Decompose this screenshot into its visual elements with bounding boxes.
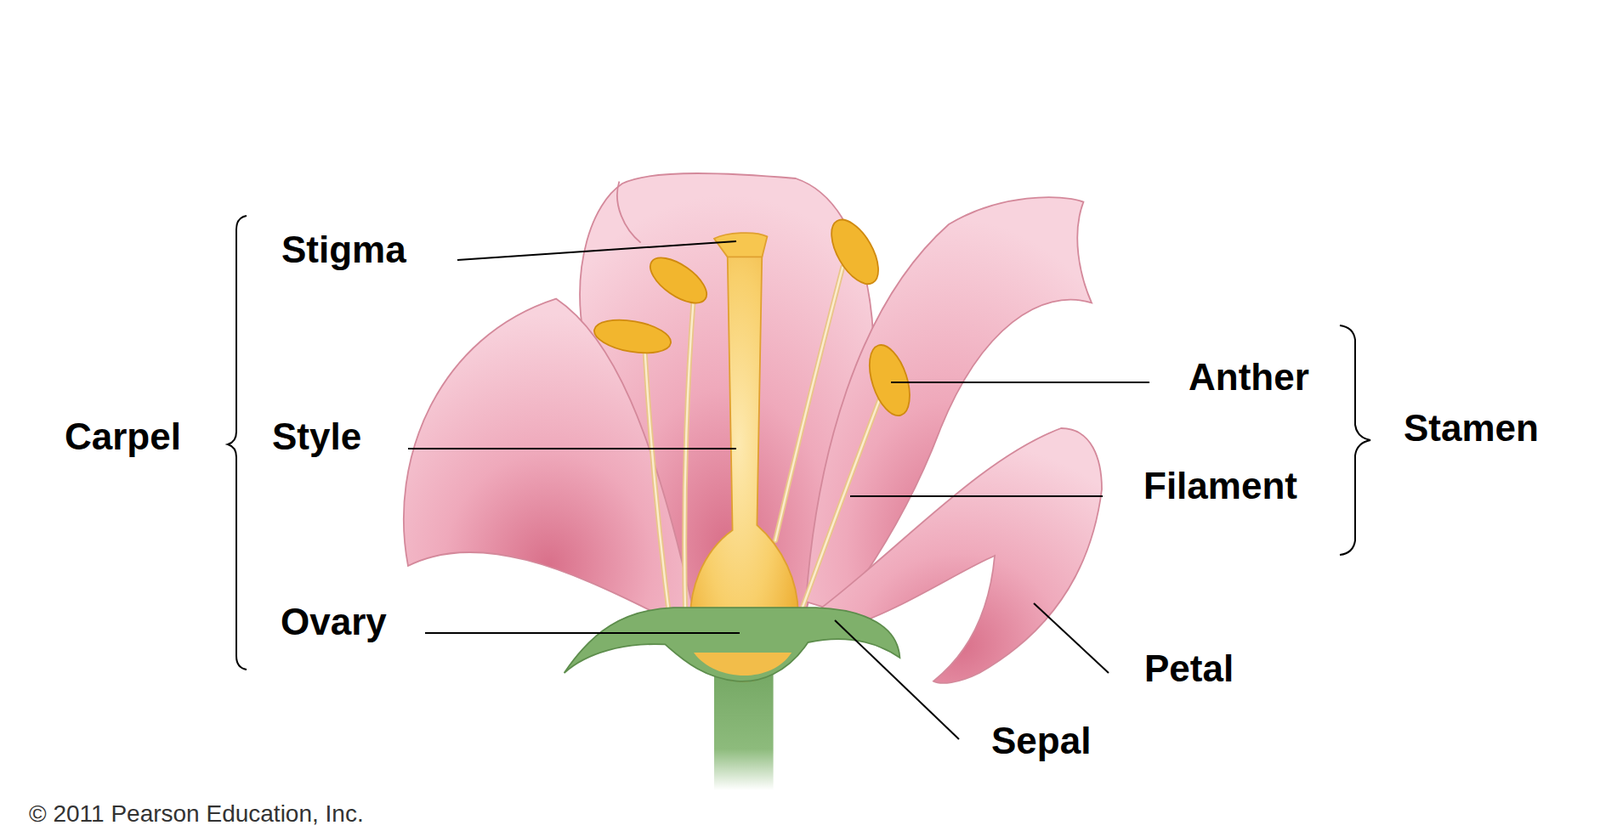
label-anchor: Stigma xyxy=(281,229,407,271)
label-anchor: Petal xyxy=(1144,648,1234,690)
filament xyxy=(644,348,671,633)
filament xyxy=(684,295,694,628)
part-label: Style xyxy=(272,416,362,458)
leader-line xyxy=(850,495,1103,498)
filament xyxy=(644,348,671,633)
part-label: Stigma xyxy=(281,229,407,271)
group-label: Stamen xyxy=(1403,408,1539,449)
leader-lines xyxy=(408,241,1150,740)
filament xyxy=(684,295,694,628)
stamen-brace xyxy=(1339,325,1371,556)
label-anchor: © 2011 Pearson Education, Inc. xyxy=(28,801,364,829)
leader-line xyxy=(425,632,740,635)
anther xyxy=(642,249,715,313)
group-label: Carpel xyxy=(64,416,182,458)
anther xyxy=(822,212,888,292)
anther xyxy=(591,314,674,358)
label-anchor: Filament xyxy=(1143,465,1298,507)
label-anchor: Carpel xyxy=(64,416,182,458)
leader-line xyxy=(834,620,959,740)
label-anchor: Anther xyxy=(1188,357,1310,398)
label-anchor: Ovary xyxy=(280,601,387,643)
anther xyxy=(862,340,919,421)
filament xyxy=(775,266,843,541)
filament xyxy=(800,399,880,613)
label-anchor: Stamen xyxy=(1403,408,1539,449)
part-label: Petal xyxy=(1144,648,1234,690)
petal xyxy=(816,428,1102,684)
part-label: Ovary xyxy=(280,601,387,643)
filament xyxy=(775,266,843,541)
carpel-brace xyxy=(227,215,247,670)
label-anchor: Sepal xyxy=(991,720,1091,762)
leader-line xyxy=(1033,603,1109,674)
label-anchor: Style xyxy=(272,416,362,458)
stigma-tip xyxy=(714,232,767,257)
part-label: Sepal xyxy=(991,720,1091,762)
part-label: Anther xyxy=(1188,357,1310,398)
leader-line xyxy=(890,381,1150,384)
leader-line xyxy=(457,241,737,261)
copyright-notice: © 2011 Pearson Education, Inc. xyxy=(28,801,364,829)
part-label: Filament xyxy=(1143,465,1298,507)
ovary-base xyxy=(693,652,792,676)
filament xyxy=(800,399,880,613)
leader-line xyxy=(408,448,737,450)
petal-fold xyxy=(617,181,642,244)
sepal xyxy=(564,607,901,682)
